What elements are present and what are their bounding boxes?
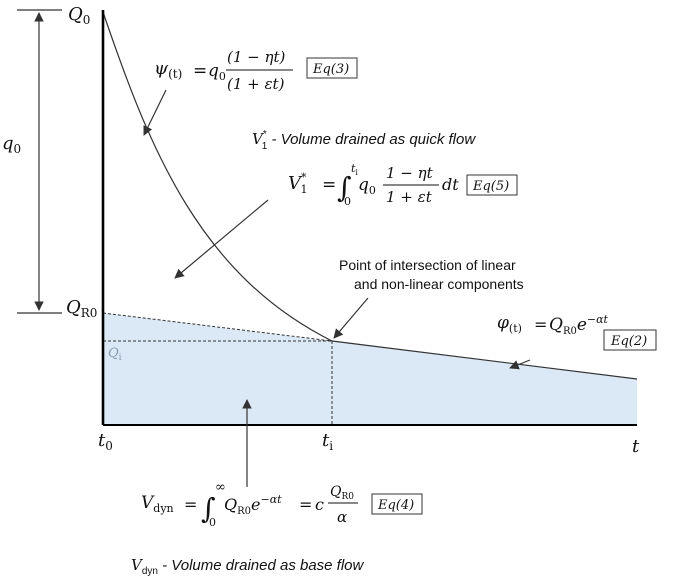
eq3-tag: Eq(3) (312, 62, 349, 77)
eq4-frac-numerator: QR0 (330, 484, 354, 502)
eq5-numerator: 1 − ηt (386, 164, 434, 182)
exponential-curve (331, 340, 638, 380)
eq4-lhs: Vdyn (141, 493, 174, 515)
eq4-upper-limit: ∞ (215, 480, 226, 495)
base-flow-area (103, 313, 637, 425)
eq5-dt: dt (442, 175, 459, 194)
qr0-axis-label: QR0 (66, 297, 97, 320)
eq3-tag-box (306, 57, 358, 79)
eq5-pointer-arrow (174, 199, 269, 279)
t-label: t (632, 436, 640, 457)
hyperbolic-curve (102, 11, 333, 342)
eq3-equals: = (193, 61, 207, 81)
base-flow-label: Vdyn - Volume drained as base flow (131, 556, 365, 577)
eq2-lhs: φ(t) (497, 313, 522, 335)
eq2-rhs: QR0e−αt (549, 313, 609, 337)
eq5-lower-limit: 0 (344, 195, 351, 208)
intersection-label-line2: and non-linear components (354, 276, 524, 292)
intersection-label-line1: Point of intersection of linear (339, 257, 516, 273)
eq4-integrand: QR0e−αt (224, 493, 282, 517)
eq5-lhs: V*1 (288, 171, 308, 196)
ti-label: ti (322, 430, 333, 453)
eq5-tag-box (466, 174, 518, 196)
eq2-tag-box (603, 329, 657, 351)
eq5-denominator: 1 + εt (386, 188, 433, 206)
eq5-coef: q0 (358, 175, 376, 197)
eq3-pointer-arrow (143, 89, 167, 136)
eq5-upper-limit: ti (351, 162, 358, 177)
eq4-tag: Eq(4) (377, 498, 414, 513)
intersection-pointer-arrow (333, 297, 369, 339)
eq4-lower-limit: 0 (209, 516, 216, 529)
eq4-integral: ∫ (201, 492, 216, 525)
linear-extension-dashed (102, 312, 333, 342)
eq4-equals: = (184, 495, 197, 514)
eq3-coef: q0 (208, 61, 226, 83)
q0-span-label: q0 (2, 133, 21, 156)
eq5-integral: ∫ (337, 171, 352, 204)
eq3-numerator: (1 − ηt) (227, 48, 286, 66)
eq4-constant: c (315, 495, 324, 514)
eq4-tag-box (371, 493, 423, 515)
eq2-tag: Eq(2) (610, 334, 647, 349)
q0-axis-label: Q0 (68, 4, 90, 27)
eq3-lhs: ψ(t) (154, 58, 182, 81)
eq2-pointer-arrow (509, 359, 531, 370)
qi-label: Qi (108, 346, 122, 363)
eq2-group: φ(t) = QR0e−αt Eq(2) (497, 313, 657, 351)
eq4-group: Vdyn = ∫ ∞ 0 QR0e−αt = c QR0 α Eq(4) (141, 480, 423, 529)
eq4-equals2: = (299, 495, 312, 514)
eq5-tag: Eq(5) (472, 179, 509, 194)
eq3-denominator: (1 + εt) (227, 75, 285, 93)
eq4-frac-denominator: α (337, 508, 347, 526)
eq5-equals: = (322, 175, 336, 195)
t0-label: t0 (98, 430, 113, 453)
eq2-equals: = (534, 315, 547, 334)
quick-flow-title: V*1 - Volume drained as quick flow (252, 129, 476, 152)
eq5-group: V*1 = ∫ ti 0 q0 1 − ηt 1 + εt dt Eq(5) (288, 162, 518, 208)
eq3-group: ψ(t) = q0 (1 − ηt) (1 + εt) Eq(3) (154, 48, 358, 93)
